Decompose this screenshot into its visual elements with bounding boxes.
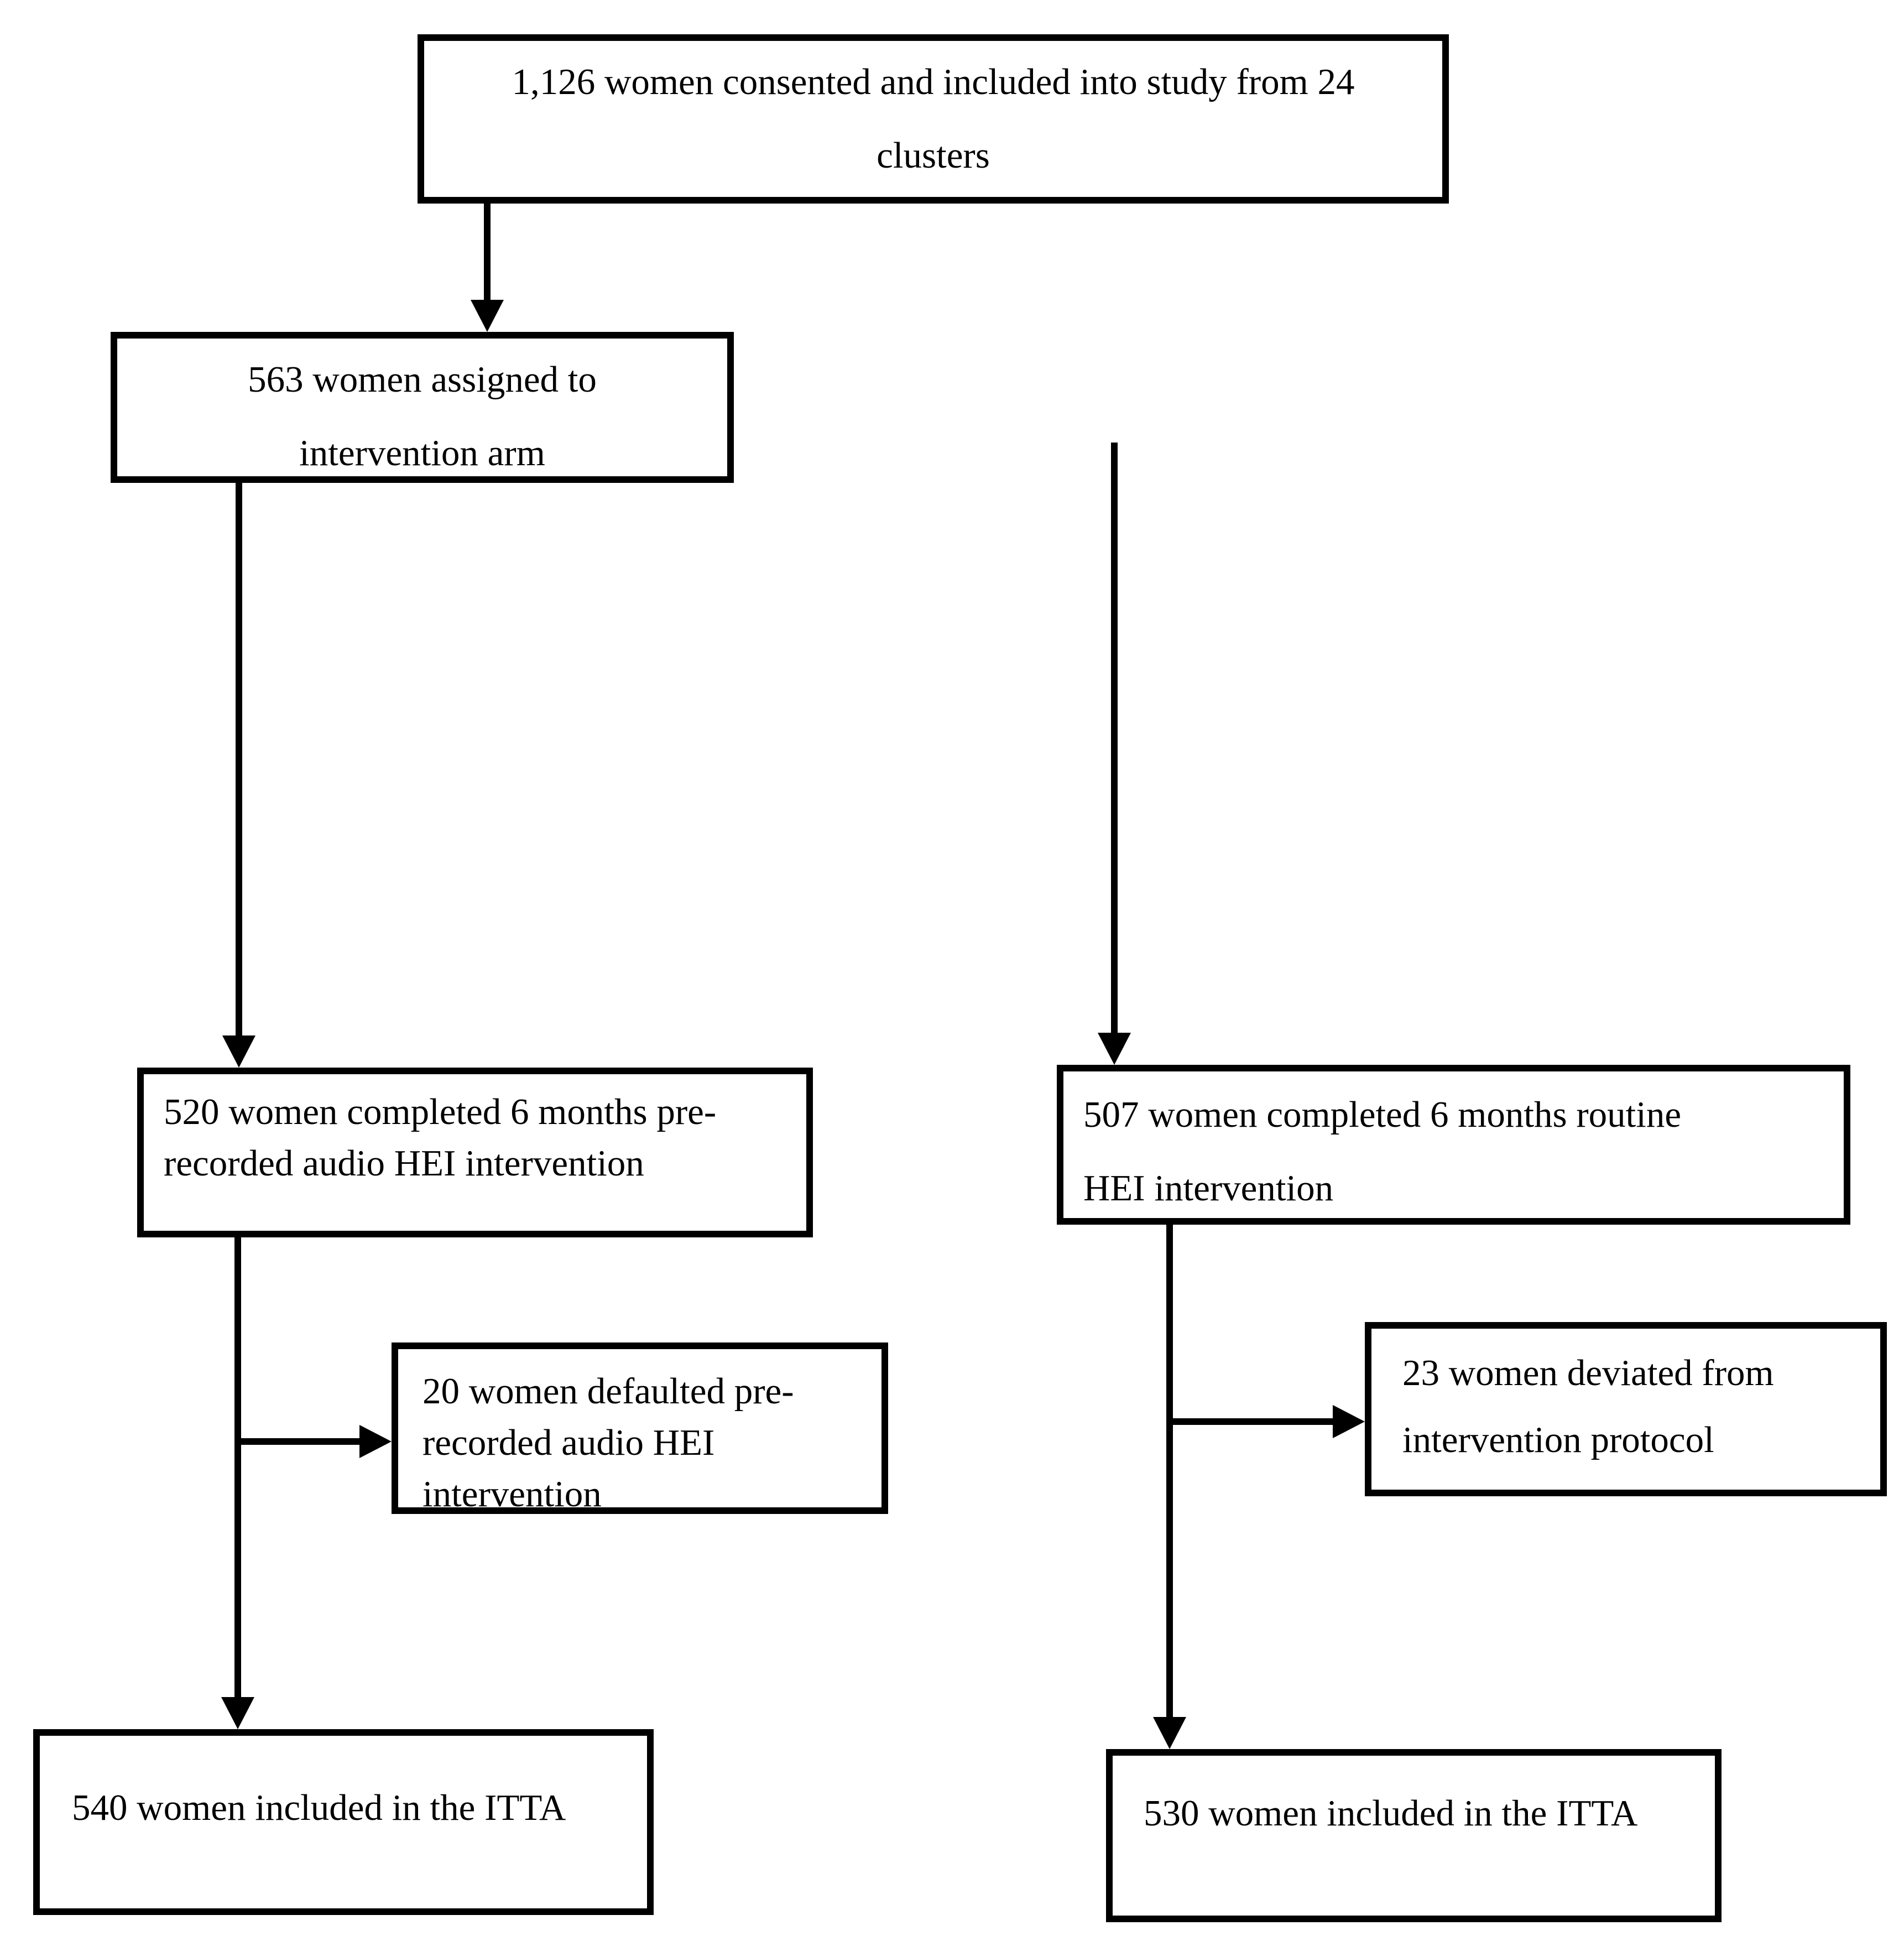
branch-to-deviated-line [1170, 1418, 1336, 1425]
connector-routine-arm-line [1111, 443, 1118, 1035]
box-itta-intervention-line-1: 540 women included in the ITTA [72, 1787, 566, 1828]
arrow-right-into-defaulted-icon [359, 1425, 392, 1458]
box-consented-line-1: 1,126 women consented and included into … [512, 61, 1355, 102]
arrow-down-into-itta-intervention-icon [221, 1697, 254, 1729]
connector-completed-to-itta-intervention-line [234, 1237, 241, 1699]
box-deviated-line-2: intervention protocol [1402, 1419, 1714, 1460]
box-completed-prerecorded-line-1: 520 women completed 6 months pre- [164, 1091, 717, 1132]
arrow-right-into-deviated-icon [1333, 1405, 1365, 1438]
box-defaulted: 20 women defaulted pre- recorded audio H… [392, 1342, 888, 1515]
box-consented: 1,126 women consented and included into … [418, 34, 1449, 204]
branch-to-defaulted-line [238, 1438, 362, 1445]
box-itta-routine: 530 women included in the ITTA [1106, 1749, 1722, 1922]
box-consented-line-2: clusters [877, 135, 990, 176]
box-intervention-arm: 563 women assigned to intervention arm [111, 332, 734, 483]
connector-intervention-to-completed-line [236, 483, 242, 1038]
box-completed-prerecorded: 520 women completed 6 months pre- record… [137, 1068, 813, 1237]
box-intervention-arm-line-1: 563 women assigned to [248, 359, 597, 400]
arrow-down-into-completed-prerecorded-icon [222, 1035, 255, 1068]
box-completed-routine-line-1: 507 women completed 6 months routine [1083, 1094, 1682, 1135]
box-completed-prerecorded-line-2: recorded audio HEI intervention [164, 1143, 644, 1184]
box-itta-routine-line-1: 530 women included in the ITTA [1144, 1793, 1638, 1834]
connector-routine-to-itta-routine-line [1166, 1225, 1173, 1718]
arrow-down-into-itta-routine-icon [1153, 1717, 1186, 1749]
box-defaulted-line-2: recorded audio HEI [422, 1422, 715, 1463]
box-itta-intervention: 540 women included in the ITTA [33, 1729, 654, 1915]
box-defaulted-line-1: 20 women defaulted pre- [422, 1371, 794, 1412]
arrow-down-into-intervention-arm-icon [471, 300, 504, 332]
box-completed-routine: 507 women completed 6 months routine HEI… [1057, 1065, 1850, 1225]
box-completed-routine-line-2: HEI intervention [1083, 1168, 1334, 1209]
connector-consented-to-intervention-line [484, 204, 491, 302]
box-deviated-line-1: 23 women deviated from [1402, 1352, 1774, 1393]
box-deviated: 23 women deviated from intervention prot… [1365, 1322, 1887, 1496]
box-defaulted-line-3: intervention [422, 1474, 602, 1515]
arrow-down-into-completed-routine-icon [1098, 1033, 1131, 1065]
box-intervention-arm-line-2: intervention arm [299, 433, 545, 473]
